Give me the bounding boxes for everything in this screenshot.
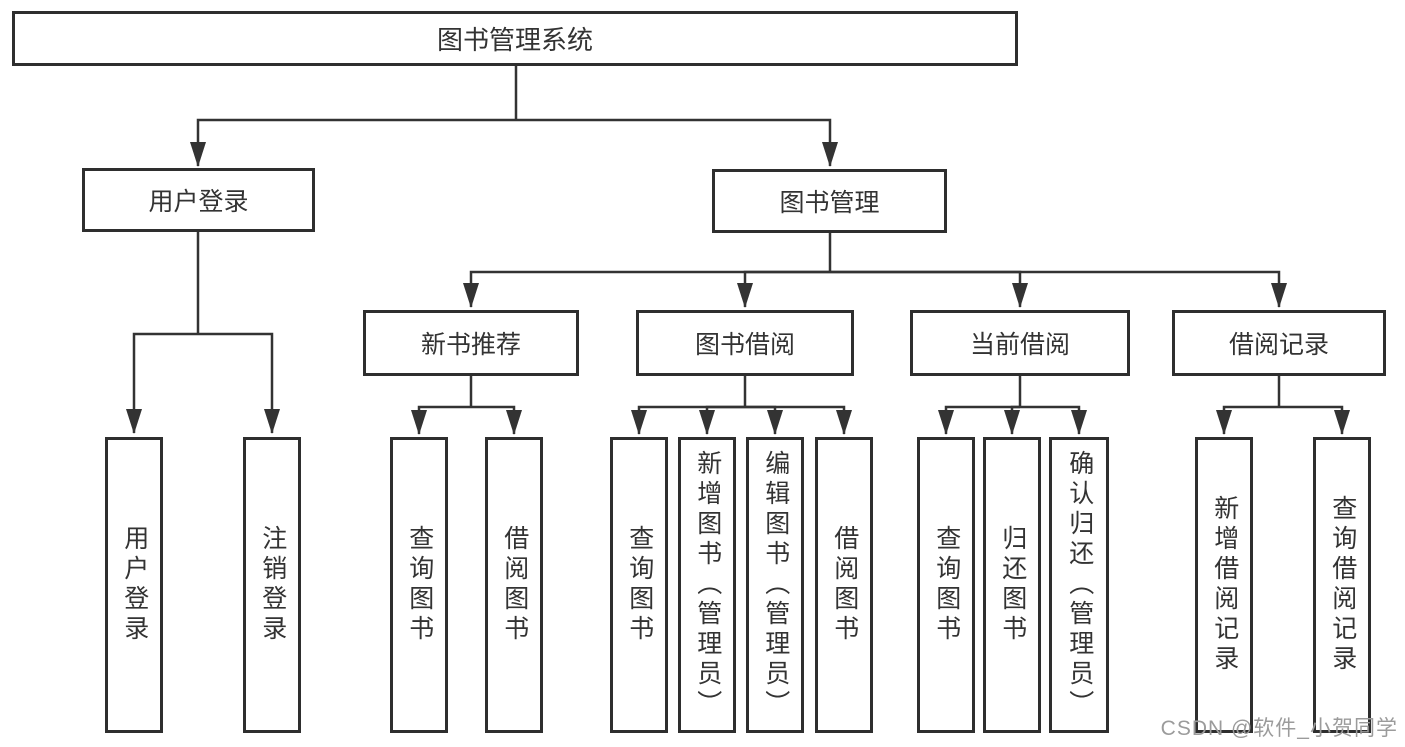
leaf-label: 用户登录	[120, 525, 149, 645]
node-new-book-recommend: 新书推荐	[363, 310, 579, 376]
node-query-books-1: 查询图书	[390, 437, 448, 733]
node-library-management-system: 图书管理系统	[12, 11, 1018, 66]
csdn-watermark: CSDN @软件_小贺同学	[1160, 717, 1398, 740]
leaf-label: 查询图书	[625, 525, 654, 645]
node-add-books-admin: 新增图书（管理员）	[678, 437, 736, 733]
leaf-label: 新增借阅记录	[1210, 495, 1239, 675]
node-borrow-books-2: 借阅图书	[815, 437, 873, 733]
node-edit-books-admin: 编辑图书（管理员）	[746, 437, 804, 733]
node-user-login-leaf: 用户登录	[105, 437, 163, 733]
node-return-books: 归还图书	[983, 437, 1041, 733]
node-query-books-3: 查询图书	[917, 437, 975, 733]
node-current-borrowing: 当前借阅	[910, 310, 1130, 376]
node-query-books-2: 查询图书	[610, 437, 668, 733]
node-borrow-records: 借阅记录	[1172, 310, 1386, 376]
node-confirm-return-admin: 确认归还（管理员）	[1049, 437, 1109, 733]
leaf-label: 注销登录	[258, 525, 287, 645]
leaf-label: 查询借阅记录	[1328, 495, 1357, 675]
leaf-label: 查询图书	[932, 525, 961, 645]
node-query-borrow-record: 查询借阅记录	[1313, 437, 1371, 733]
leaf-label: 查询图书	[405, 525, 434, 645]
node-book-borrowing: 图书借阅	[636, 310, 854, 376]
leaf-label: 借阅图书	[500, 525, 529, 645]
leaf-label: 确认归还（管理员）	[1065, 450, 1094, 720]
leaf-label: 借阅图书	[830, 525, 859, 645]
node-book-management: 图书管理	[712, 169, 947, 233]
leaf-label: 新增图书（管理员）	[693, 450, 722, 720]
node-add-borrow-record: 新增借阅记录	[1195, 437, 1253, 733]
node-logout-leaf: 注销登录	[243, 437, 301, 733]
leaf-label: 归还图书	[998, 525, 1027, 645]
node-user-login: 用户登录	[82, 168, 315, 232]
leaf-label: 编辑图书（管理员）	[761, 450, 790, 720]
node-borrow-books-1: 借阅图书	[485, 437, 543, 733]
